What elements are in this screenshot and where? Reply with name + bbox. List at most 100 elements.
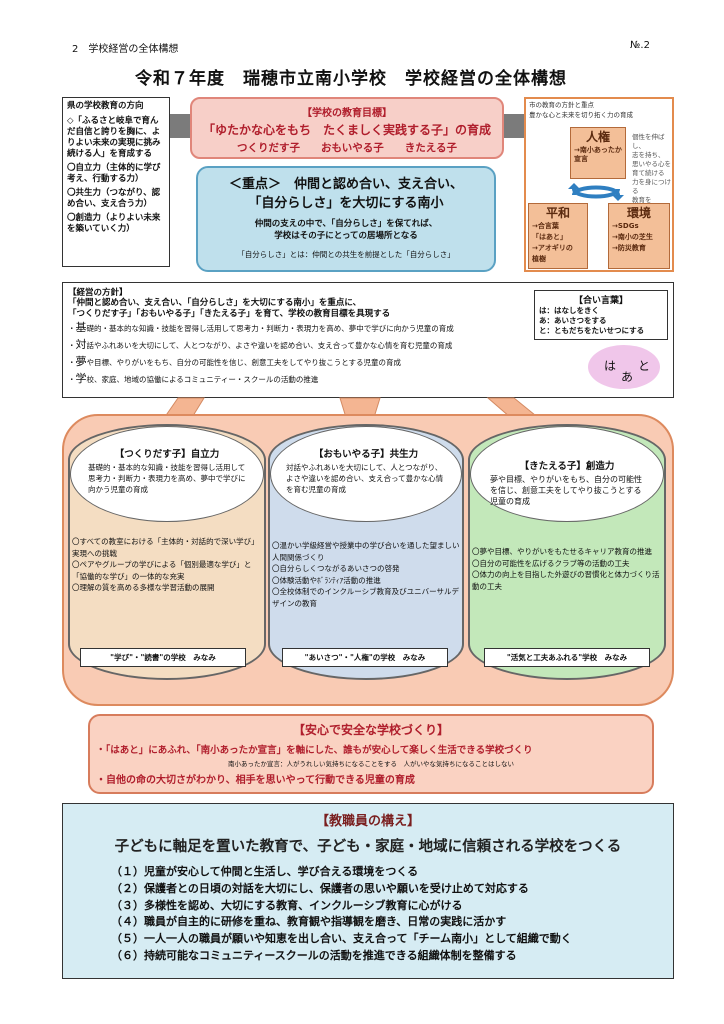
aikotoba-line: と：ともだちをたいせつにする [539, 326, 645, 335]
pillar-kyosei-list: 〇温かい学級経営や授業中の学び合いを通した望ましい人間関係づくり 〇自分らしくつ… [272, 540, 462, 609]
pillar-item: 〇自分の可能性を広げるクラブ等の活動の工夫 [472, 558, 630, 568]
prefecture-line: 〇創造力（よりよい未来を築いていく力） [67, 213, 161, 234]
bullet-text: 校、家庭、地域の協働によるコミュニティー・スクールの活動の推進 [86, 375, 319, 384]
focus-note: 「自分らしさ」とは：仲間との共生を前提とした「自分らしさ」 [237, 250, 455, 259]
heart-char-ha: は [604, 359, 617, 373]
staff-item: （６）持続可能なコミュニティースクールの活動を推進できる組織体制を整備する [111, 948, 517, 962]
pillar-kyosei-title: 【おもいやる子】共生力 [313, 449, 419, 460]
pillar-item: 〇体力の向上を目指した外遊びの習慣化と体力づくり活動の工夫 [472, 570, 660, 591]
safe-line1: ・「はあと」にあふれ、「南小あったか宣言」を軸にした、誰もが安心して楽しく生活で… [96, 745, 533, 756]
city-side-line: 個性を伸ばし、 [632, 133, 665, 150]
pillar-jiritsu-desc: 基礎的・基本的な知識・技能を習得し活用して思考力・判断力・表現力を高め、夢中で学… [88, 463, 246, 494]
aikotoba-line: は：はなしをきく [539, 306, 599, 315]
city-policy-subtitle: 豊かな心と未来を切り拓く力の育成 [529, 111, 633, 119]
school-goal-box: 【学校の教育目標】 「ゆたかな心をもち たくましく実践する子」の育成 つくりだす… [190, 97, 504, 159]
pillar-item: 〇理解の質を高める多様な学習活動の展開 [72, 583, 215, 592]
aikotoba-line: あ：あいさつをする [539, 316, 607, 325]
kankyo-item: →SDGs [612, 222, 639, 230]
city-policy-title: 市の教育の方針と重点 [529, 101, 594, 109]
kankyo-panel: 環境 →SDGs →南小の芝生 →防災教育 [608, 203, 670, 269]
pillar-kyosei-top [270, 426, 462, 522]
safe-line2: ・自他の命の大切さがわかり、相手を思いやって行動できる児童の育成 [96, 775, 415, 786]
pillar-jiritsu-motto: "学び"・"読書"の学校 みなみ [80, 648, 246, 667]
pillar-sozo-title: 【きたえる子】創造力 [519, 461, 615, 472]
kankyo-item: →南小の芝生 [612, 233, 653, 241]
heiwa-item: 「はあと」 [532, 233, 567, 241]
page-title: 令和７年度 瑞穂市立南小学校 学校経営の全体構想 [135, 69, 567, 89]
management-bullet: ・学校、家庭、地域の協働によるコミュニティー・スクールの活動の推進 [68, 372, 319, 385]
management-bullet: ・基礎的・基本的な知識・技能を習得し活用して思考力・判断力・表現力を高め、夢中で… [68, 321, 454, 334]
staff-stance-box: 【教職員の構え】 子どもに軸足を置いた教育で、子ども・家庭・地域に信頼される学校… [62, 803, 674, 979]
focus-line2: 「自分らしさ」を大切にする南小 [248, 196, 444, 211]
prefecture-line: 〇自立力（主体的に学び考え、行動する力） [67, 163, 161, 184]
focus-line3: 仲間の支えの中で、「自分らしさ」を保てれば、 [254, 219, 438, 229]
bullet-text: 礎的・基本的な知識・技能を習得し活用して思考力・判断力・表現力を高め、夢中で学び… [86, 324, 454, 333]
pillar-item: 〇ペアやグループの学びによる「個別最適な学び」と「協働的な学び」の一体的な充実 [72, 560, 252, 581]
heiwa-item: 植樹 [532, 255, 546, 263]
staff-item: （１）児童が安心して仲間と生活し、学び合える環境をつくる [111, 865, 419, 878]
focus-line4: 学校はその子にとっての居場所となる [274, 231, 418, 241]
pillar-sozo-desc: 夢や目標、やりがいをもち、自分の可能性を信じ、創意工夫をしてやり抜こうとする児童… [490, 475, 642, 506]
city-side-line: 思いやる心を [632, 160, 671, 168]
staff-item: （４）職員が自主的に研修を重ね、教育観や指導観を磨き、日常の実践に活かす [111, 915, 507, 929]
heart-char-a: あ [621, 370, 634, 384]
section-label: 2 学校経営の全体構想 [72, 44, 179, 55]
pillar-jiritsu-title: 【つくりだす子】自立力 [114, 449, 220, 460]
kankyo-item: →防災教育 [612, 244, 646, 252]
pillar-kyosei-desc: 対話やふれあいを大切にして、人とつながり、よさや違いを認め合い、支え合って豊かな… [286, 463, 444, 494]
staff-item: （２）保護者との日頃の対話を大切にし、保護者の思いや願いを受け止めて対応する [111, 881, 529, 895]
staff-heading: 【教職員の構え】 [315, 814, 420, 829]
staff-item: （５）一人一人の職員が願いや知恵を出し合い、支え合って「チーム南小」として組織で… [111, 932, 572, 946]
connector-right [503, 114, 527, 138]
bullet-text: 話やふれあいを大切にして、人とつながり、よさや違いを認め合い、支え合って豊かな心… [86, 341, 453, 350]
pillar-item: 〇体験活動やﾎﾞﾗﾝﾃｨｱ活動の推進 [272, 575, 381, 585]
bullet-text: や目標、やりがいをもち、自分の可能性を信じ、創意工夫をしてやり抜こうとする児童の… [86, 358, 402, 367]
kankyo-title: 環境 [626, 206, 651, 220]
pillar-item: 〇温かい学級経営や授業中の学び合いを通した望ましい人間関係づくり [272, 541, 460, 562]
staff-item: （３）多様性を認め、大切にする教育、インクルーシブ教育に心がける [111, 898, 463, 912]
jinken-title: 人権 [585, 130, 610, 144]
school-goal-sub: つくりだす子 おもいやる子 きたえる子 [237, 142, 457, 154]
management-heading: 【経営の方針】 [68, 288, 128, 298]
safe-subtext: 南小あったか宣言：人がうれしい気持ちになることをする 人がいやな気持ちになること… [228, 760, 514, 768]
staff-main: 子どもに軸足を置いた教育で、子ども・家庭・地域に信頼される学校をつくる [114, 839, 622, 855]
management-line2: 「つくりだす子」「おもいやる子」「きたえる子」を育て、学校の教育目標を具現する [68, 309, 391, 319]
pillar-jiritsu-top [70, 426, 264, 522]
jinken-panel: 人権 →南小あったか宣言 [570, 127, 626, 179]
heiwa-panel: 平和 →合言葉 「はあと」 →アオギリの 植樹 [528, 203, 588, 269]
city-policy-box: 市の教育の方針と重点 豊かな心と未来を切り拓く力の育成 人権 →南小あったか宣言… [524, 97, 674, 272]
prefecture-line: 〇共生力（つながり、認め合い、支え合う力） [67, 188, 161, 209]
aikotoba-box: 【合い言葉】 は：はなしをきく あ：あいさつをする と：ともだちをたいせつにする [534, 290, 668, 340]
heiwa-item: →アオギリの [532, 244, 573, 252]
pillar-sozo-motto: "活気と工夫あふれる"学校 みなみ [484, 648, 650, 667]
bullet-initial: 基 [75, 321, 87, 334]
school-goal-label: 【学校の教育目標】 [302, 108, 392, 119]
staff-list: （１）児童が安心して仲間と生活し、学び合える環境をつくる （２）保護者との日頃の… [111, 864, 673, 965]
pillar-item: 〇自分らしくつながるあいさつの啓発 [272, 564, 400, 573]
heart-char-to: と [638, 359, 651, 373]
page-number: №.2 [630, 40, 650, 51]
city-side-line: 教育を [632, 196, 652, 204]
safe-heading: 【安心で安全な学校づくり】 [292, 723, 449, 737]
pillar-kyosei-motto: "あいさつ"・"人権"の学校 みなみ [282, 648, 448, 667]
bullet-initial: 夢 [75, 355, 87, 368]
management-bullet: ・対話やふれあいを大切にして、人とつながり、よさや違いを認め合い、支え合って豊か… [68, 338, 453, 351]
jinken-item: →南小あったか宣言 [574, 146, 622, 163]
pillar-item: 〇全校体制でのインクルーシブ教育及びユニバーサルデザインの教育 [272, 587, 459, 608]
management-line1: 「仲間と認め合い、支え合い、「自分らしさ」を大切にする南小」を重点に、 [68, 298, 362, 308]
pillar-jiritsu-list: 〇すべての教室における「主体的・対話的で深い学び」実現への挑戦 〇ペアやグループ… [72, 536, 262, 594]
heart-badge-icon: は あ と [588, 345, 660, 389]
aikotoba-heading: 【合い言葉】 [573, 296, 628, 306]
management-bullet: ・夢や目標、やりがいをもち、自分の可能性を信じ、創意工夫をしてやり抜こうとする児… [68, 355, 402, 368]
focus-box: ＜重点＞ 仲間と認め合い、支え合い、 「自分らしさ」を大切にする南小 仲間の支え… [196, 166, 496, 272]
pillar-item: 〇夢や目標、やりがいをもたせるキャリア教育の推進 [472, 547, 652, 556]
cycle-arrows-icon [566, 181, 626, 203]
city-side-line: 育て続ける [632, 169, 665, 177]
pillar-sozo-top [470, 426, 664, 522]
bullet-initial: 学 [75, 372, 87, 385]
heiwa-title: 平和 [545, 206, 570, 220]
pillar-item: 〇すべての教室における「主体的・対話的で深い学び」実現への挑戦 [72, 537, 259, 558]
bullet-initial: 対 [75, 338, 87, 351]
city-side-line: 志を持ち、 [632, 151, 665, 159]
city-side-line: 力を身につける [632, 178, 671, 195]
